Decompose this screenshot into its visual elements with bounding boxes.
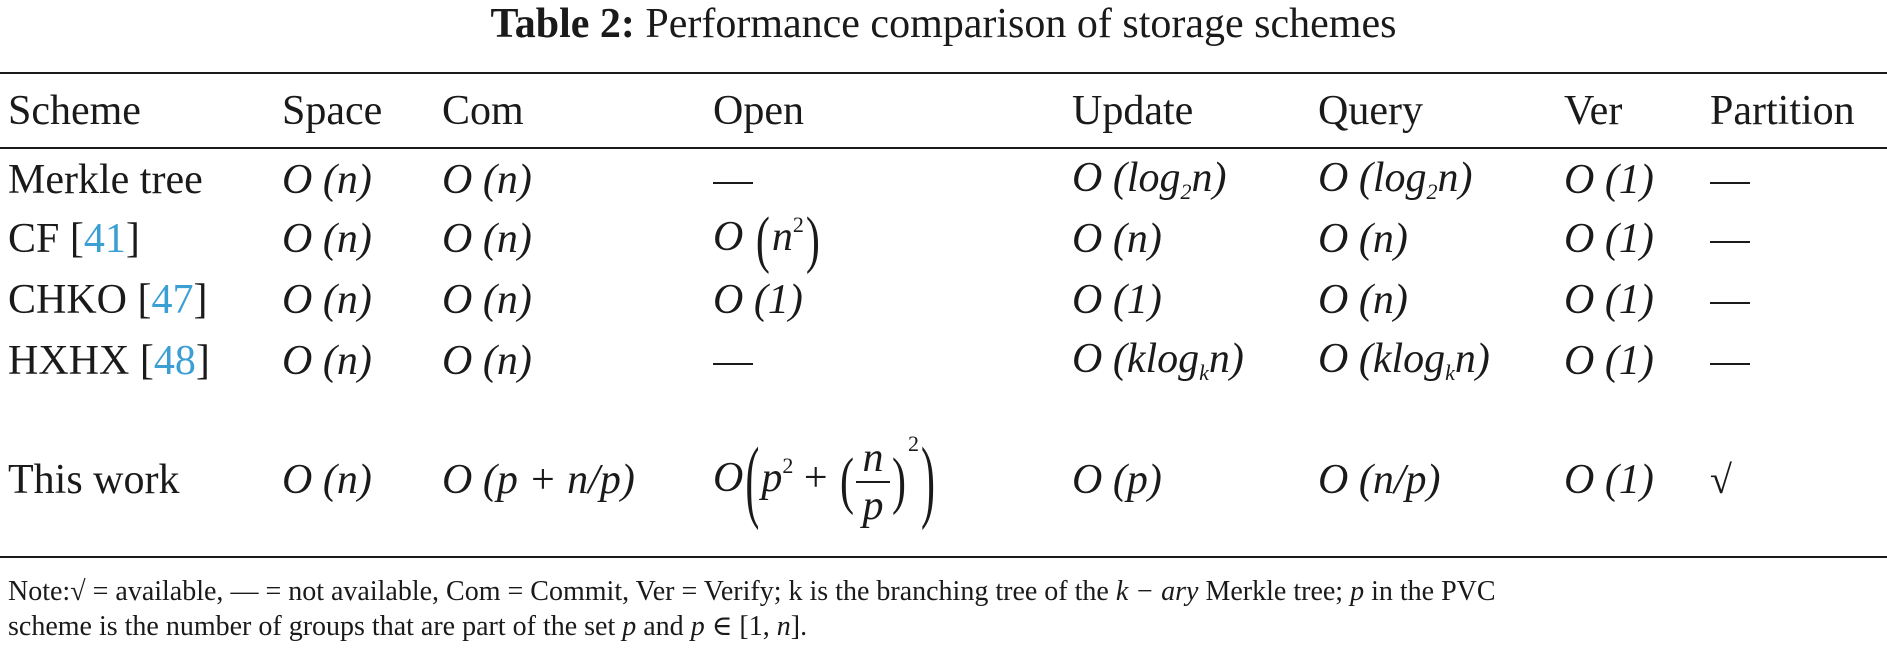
note-text: Merkle tree;: [1198, 576, 1351, 607]
cell-scheme: CF [41]: [8, 215, 140, 262]
scheme-name: Merkle tree: [8, 156, 203, 203]
note-math: p: [622, 611, 637, 642]
scheme-name: CF: [8, 215, 60, 262]
note-text: scheme is the number of groups that are …: [8, 611, 623, 642]
dash-symbol: —: [230, 576, 259, 607]
note-text: ∈ [1,: [704, 611, 777, 642]
note-math: p: [690, 611, 705, 642]
cell-ver: O (1): [1564, 276, 1654, 323]
cell-query: O (n/p): [1318, 457, 1441, 503]
cell-open: O (n2): [713, 206, 820, 276]
table-row: HXHX [48] O (n) O (n) O (klogkn) O (klog…: [0, 330, 1887, 391]
not-available-dash: [713, 181, 753, 184]
cell-scheme: CHKO [47]: [8, 276, 208, 323]
cell-query: O (n): [1318, 215, 1408, 262]
note-math: n: [776, 611, 791, 642]
cell-query: O (log2n): [1318, 155, 1473, 204]
cell-query: O (n): [1318, 276, 1408, 323]
note-text: and: [636, 611, 691, 642]
cell-com: O (n): [442, 337, 532, 384]
cell-com: O (n): [442, 156, 532, 203]
table-caption: Table 2: Performance comparison of stora…: [0, 0, 1887, 48]
note-line-1: Note:√ = available, — = not available, C…: [8, 574, 1868, 609]
caption-label: Table 2:: [490, 1, 635, 47]
cell-space: O (n): [282, 457, 372, 503]
cell-update: O (log2n): [1072, 155, 1227, 204]
cell-scheme: Merkle tree: [0, 147, 274, 208]
citation-link[interactable]: 41: [83, 215, 126, 262]
cell-ver: O (1): [1564, 156, 1654, 203]
cell-partition: √: [1702, 391, 1887, 569]
cell-com: O (p + n/p): [442, 457, 635, 503]
table-note: Note:√ = available, — = not available, C…: [8, 574, 1868, 644]
not-available-dash: [1710, 181, 1750, 184]
table-row: CHKO [47] O (n) O (n) O (1) O (1) O (n) …: [0, 269, 1887, 330]
header-rule: [0, 147, 1887, 149]
note-math: p: [1350, 576, 1365, 607]
cell-update: O (klogkn): [1072, 336, 1244, 385]
cell-update: O (1): [1072, 276, 1162, 323]
note-text: ].: [790, 611, 808, 642]
table-row: Merkle tree O (n) O (n) O (log2n) O (log…: [0, 147, 1887, 208]
col-header-open: Open: [713, 87, 804, 134]
top-rule: [0, 72, 1887, 74]
caption-title: Performance comparison of storage scheme…: [645, 1, 1397, 47]
cell-query: O (klogkn): [1318, 336, 1490, 385]
citation-link[interactable]: 47: [151, 276, 194, 323]
not-available-dash: [1710, 362, 1750, 365]
cell-com: O (n): [442, 215, 532, 262]
col-header-update: Update: [1072, 87, 1194, 134]
col-header-space: Space: [282, 87, 383, 134]
cell-ver: O (1): [1564, 457, 1654, 503]
col-header-ver: Ver: [1564, 87, 1623, 134]
not-available-dash: [713, 362, 753, 365]
note-text: = available,: [85, 576, 231, 607]
note-line-2: scheme is the number of groups that are …: [8, 609, 1868, 644]
cell-scheme: This work: [0, 391, 274, 569]
note-math: k − ary: [1115, 576, 1199, 607]
col-header-scheme: Scheme: [8, 87, 141, 134]
cell-partition: [1702, 330, 1887, 391]
col-header-partition: Partition: [1710, 87, 1855, 134]
cell-update: O (n): [1072, 215, 1162, 262]
cell-ver: O (1): [1564, 215, 1654, 262]
bottom-rule: [0, 556, 1887, 558]
cell-space: O (n): [282, 276, 372, 323]
not-available-dash: [1710, 301, 1750, 304]
cell-space: O (n): [282, 337, 372, 384]
note-text: Note:: [8, 576, 71, 607]
checkmark-icon: √: [1710, 457, 1732, 502]
scheme-name: This work: [8, 457, 180, 503]
cell-open: [705, 330, 1064, 391]
scheme-name: CHKO: [8, 276, 128, 323]
cell-update: O (p): [1072, 457, 1162, 503]
col-header-com: Com: [442, 87, 524, 134]
checkmark-icon: √: [70, 576, 86, 607]
citation-link[interactable]: 48: [153, 337, 196, 384]
cell-partition: [1702, 147, 1887, 208]
note-text: = not available, Com = Commit, Ver = Ver…: [258, 576, 1116, 607]
col-header-query: Query: [1318, 87, 1423, 134]
comparison-table: Scheme Space Com Open Update Query Ver P…: [0, 74, 1887, 569]
not-available-dash: [1710, 240, 1750, 243]
table-row: CF [41] O (n) O (n) O (n2) O (n) O (n) O…: [0, 206, 1887, 276]
cell-open: [705, 147, 1064, 208]
cell-open: O (1): [713, 276, 803, 323]
cell-scheme: HXHX [48]: [8, 337, 210, 384]
cell-ver: O (1): [1564, 337, 1654, 384]
cell-com: O (n): [442, 276, 532, 323]
cell-partition: [1702, 269, 1887, 330]
scheme-name: HXHX: [8, 337, 130, 384]
cell-space: O (n): [282, 156, 372, 203]
header-row: Scheme Space Com Open Update Query Ver P…: [0, 74, 1887, 147]
cell-partition: [1702, 208, 1887, 269]
cell-space: O (n): [282, 215, 372, 262]
note-text: in the PVC: [1364, 576, 1496, 607]
